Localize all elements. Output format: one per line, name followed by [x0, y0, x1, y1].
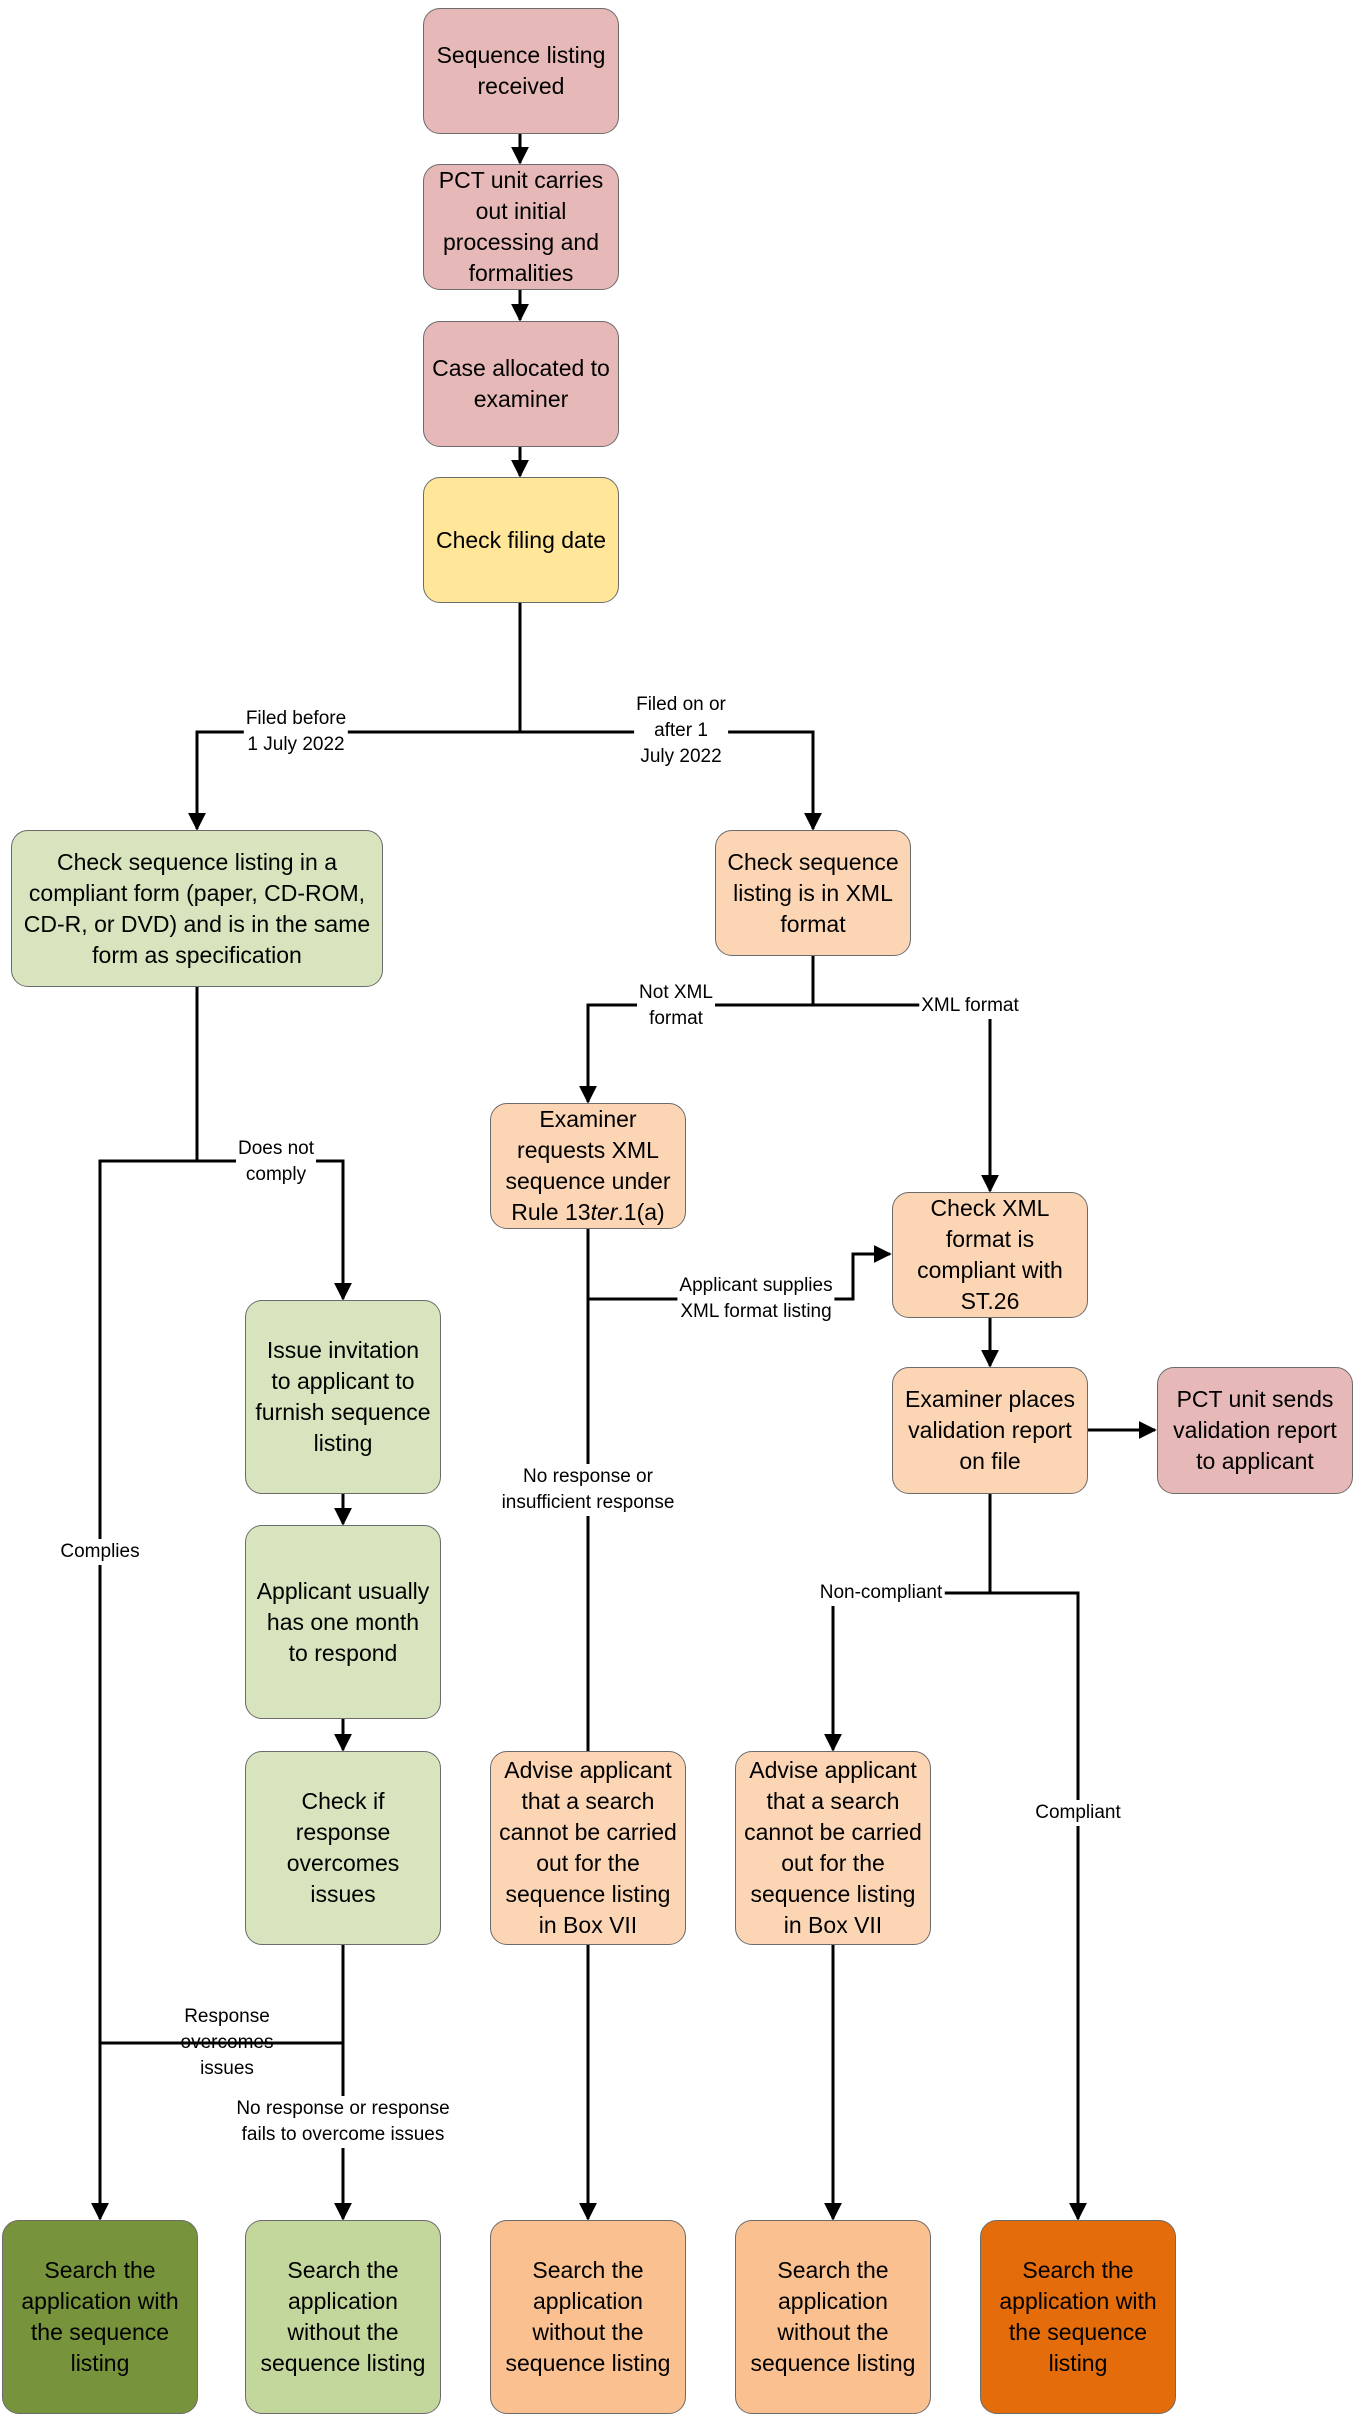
label-xml-format: XML format: [919, 993, 1021, 1019]
node-search-with-listing-green: Search the application with the sequence…: [2, 2220, 198, 2414]
edge-compliant: [990, 1593, 1078, 2219]
node-validation-report: Examiner places validation report on fil…: [892, 1367, 1088, 1494]
label-complies: Complies: [58, 1539, 141, 1565]
label-non-compliant: Non-compliant: [818, 1580, 945, 1606]
node-sequence-listing-received: Sequence listing received: [423, 8, 619, 134]
node-search-without-listing-peach-b: Search the application without the seque…: [735, 2220, 931, 2414]
node-search-without-listing-peach-a: Search the application without the seque…: [490, 2220, 686, 2414]
edge-non-compliant: [833, 1593, 990, 1750]
label-not-xml: Not XML format: [637, 980, 715, 1032]
node-advise-applicant-b: Advise applicant that a search cannot be…: [735, 1751, 931, 1945]
label-no-response-fails: No response or response fails to overcom…: [234, 2096, 451, 2148]
node-case-allocated: Case allocated to examiner: [423, 321, 619, 447]
label-filed-before: Filed before 1 July 2022: [244, 706, 348, 758]
node-check-response: Check if response overcomes issues: [245, 1751, 441, 1945]
node-check-xml-format: Check sequence listing is in XML format: [715, 830, 911, 956]
label-no-response-insufficient: No response or insufficient response: [500, 1464, 677, 1516]
node-examiner-requests-xml: Examiner requests XML sequence under Rul…: [490, 1103, 686, 1229]
node-issue-invitation: Issue invitation to applicant to furnish…: [245, 1300, 441, 1494]
label-response-overcomes: Response overcomes issues: [179, 2004, 276, 2082]
label-compliant: Compliant: [1033, 1800, 1123, 1826]
node-one-month-to-respond: Applicant usually has one month to respo…: [245, 1525, 441, 1719]
node-search-without-listing-green: Search the application without the seque…: [245, 2220, 441, 2414]
label-does-not-comply: Does not comply: [236, 1136, 316, 1188]
node-pct-initial-processing: PCT unit carries out initial processing …: [423, 164, 619, 290]
node-advise-applicant-a: Advise applicant that a search cannot be…: [490, 1751, 686, 1945]
node-search-with-listing-orange: Search the application with the sequence…: [980, 2220, 1176, 2414]
edge-xml-format: [813, 1005, 990, 1191]
node-check-compliant-form: Check sequence listing in a compliant fo…: [11, 830, 383, 987]
node-check-filing-date: Check filing date: [423, 477, 619, 603]
label-filed-after: Filed on or after 1 July 2022: [634, 692, 728, 770]
node-pct-sends-report: PCT unit sends validation report to appl…: [1157, 1367, 1353, 1494]
node-check-st26: Check XML format is compliant with ST.26: [892, 1192, 1088, 1318]
label-applicant-supplies: Applicant supplies XML format listing: [677, 1273, 834, 1325]
